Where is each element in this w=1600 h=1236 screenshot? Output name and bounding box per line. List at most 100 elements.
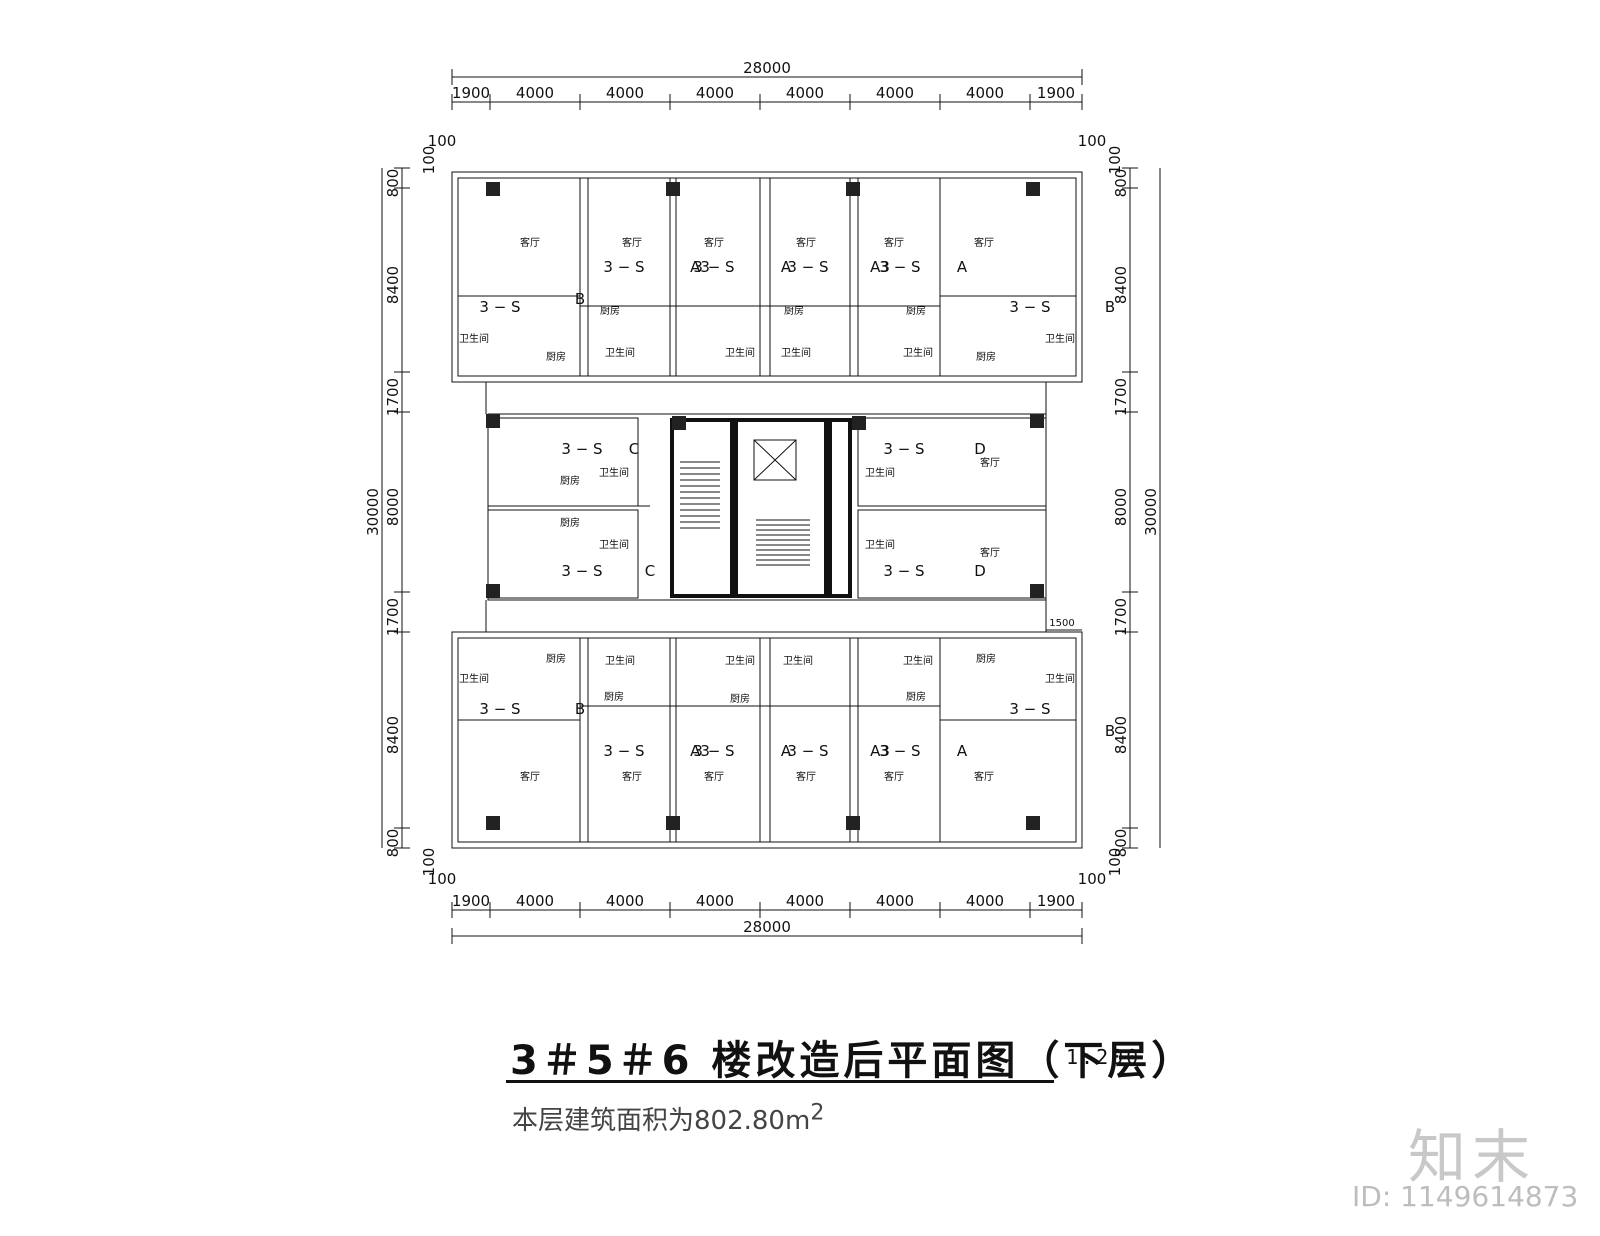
room-label: 卫生间 — [725, 346, 755, 359]
unit-label: 3 − S — [603, 258, 644, 276]
unit-label: A — [957, 742, 968, 760]
unit-label: 3 − S — [561, 440, 602, 458]
offset-dim: 100 — [428, 132, 457, 150]
brand-logo: 知末 — [1408, 1123, 1537, 1191]
left-segment-dim: 1700 — [384, 378, 402, 416]
room-label: 卫生间 — [903, 346, 933, 359]
room-label: 客厅 — [974, 236, 994, 249]
top-segment-dim: 4000 — [876, 84, 914, 102]
elevator-shaft — [734, 418, 828, 598]
right-segment-dim: 8000 — [1112, 488, 1130, 526]
left-segment-dim: 8000 — [384, 488, 402, 526]
drawing-scale: 1:200 — [1066, 1045, 1142, 1069]
room-label: 厨房 — [560, 474, 580, 487]
room-label: 卫生间 — [459, 332, 489, 345]
core-unit-lower — [857, 509, 1047, 599]
room-label: 客厅 — [974, 770, 994, 783]
top-segment-dim: 4000 — [696, 84, 734, 102]
left-segment-dim: 1700 — [384, 598, 402, 636]
structural-column — [852, 416, 866, 430]
structural-column — [1030, 584, 1044, 598]
room-label: 客厅 — [796, 236, 816, 249]
unit-label: 3 − S — [787, 742, 828, 760]
room-label: 客厅 — [704, 236, 724, 249]
room-label: 厨房 — [604, 690, 624, 703]
offset-dim: 100 — [1078, 132, 1107, 150]
room-label: 厨房 — [976, 652, 996, 665]
room-label: 客厅 — [520, 770, 540, 783]
top-segment-dim: 1900 — [1037, 84, 1075, 102]
left-segment-dim: 8400 — [384, 266, 402, 304]
room-label: 卫生间 — [1045, 332, 1075, 345]
bottom-segment-dim: 1900 — [1037, 892, 1075, 910]
south-wing-outline — [451, 631, 1083, 849]
room-label: 卫生间 — [725, 654, 755, 667]
south-wing-inner — [457, 637, 1077, 843]
floor-area-note: 本层建筑面积为802.80m2 — [512, 1100, 824, 1137]
unit-label: A — [781, 258, 792, 276]
room-label: 厨房 — [730, 692, 750, 705]
right-segment-dim: 8400 — [1112, 716, 1130, 754]
room-label: 卫生间 — [605, 654, 635, 667]
offset-dim: 100 — [1106, 848, 1124, 877]
bottom-segment-dim: 4000 — [876, 892, 914, 910]
room-label: 客厅 — [622, 770, 642, 783]
left-segment-dim: 8400 — [384, 716, 402, 754]
unit-label: C — [645, 562, 655, 580]
room-label: 厨房 — [546, 652, 566, 665]
bottom-segment-dim: 1900 — [452, 892, 490, 910]
structural-column — [486, 182, 500, 196]
bottom-segment-dim: 4000 — [786, 892, 824, 910]
room-label: 卫生间 — [865, 538, 895, 551]
drawing-title: 3＃5＃6 楼改造后平面图（下层） — [510, 1038, 1196, 1084]
bottom-segment-dim: 4000 — [606, 892, 644, 910]
core-unit-lower — [487, 509, 639, 599]
north-wing-outline — [451, 171, 1083, 383]
unit-label: 3 − S — [879, 742, 920, 760]
floor-area-unit: 2 — [810, 1100, 825, 1126]
unit-label: 3 − S — [1009, 700, 1050, 718]
unit-label: C — [629, 440, 639, 458]
bottom-total-dim: 28000 — [743, 918, 791, 936]
room-label: 客厅 — [704, 770, 724, 783]
room-label: 客厅 — [884, 236, 904, 249]
room-label: 卫生间 — [903, 654, 933, 667]
room-label: 厨房 — [976, 350, 996, 363]
right-segment-dim: 800 — [1112, 829, 1130, 858]
room-label: 客厅 — [980, 546, 1000, 559]
floor-area-text: 本层建筑面积为802.80m — [512, 1106, 811, 1136]
unit-label: 3 − S — [693, 742, 734, 760]
offset-dim: 100 — [420, 848, 438, 877]
room-label: 卫生间 — [781, 346, 811, 359]
corridor-dim: 1500 — [1049, 618, 1074, 629]
room-label: 客厅 — [622, 236, 642, 249]
unit-label: 3 − S — [479, 700, 520, 718]
top-segment-dim: 1900 — [452, 84, 490, 102]
structural-column — [846, 182, 860, 196]
unit-label: 3 − S — [883, 440, 924, 458]
offset-dim: 100 — [1106, 146, 1124, 175]
room-label: 厨房 — [906, 304, 926, 317]
unit-label: 3 − S — [603, 742, 644, 760]
right-segment-dim: 1700 — [1112, 378, 1130, 416]
core-wall-block — [828, 418, 852, 598]
room-label: 厨房 — [906, 690, 926, 703]
structural-column — [486, 584, 500, 598]
room-label: 客厅 — [520, 236, 540, 249]
left-segment-dim: 800 — [384, 829, 402, 858]
unit-label: B — [575, 290, 585, 308]
top-total-dim: 28000 — [743, 59, 791, 77]
core-unit-upper — [857, 417, 1047, 507]
unit-label: D — [974, 440, 986, 458]
room-label: 客厅 — [980, 456, 1000, 469]
room-label: 卫生间 — [599, 538, 629, 551]
offset-dim: 100 — [428, 870, 457, 888]
right-total-dim: 30000 — [1142, 488, 1160, 536]
bottom-segment-dim: 4000 — [516, 892, 554, 910]
unit-label: 3 − S — [479, 298, 520, 316]
room-label: 卫生间 — [783, 654, 813, 667]
right-segment-dim: 8400 — [1112, 266, 1130, 304]
unit-label: 3 − S — [787, 258, 828, 276]
core-unit-upper — [487, 417, 639, 507]
structural-column — [1026, 182, 1040, 196]
